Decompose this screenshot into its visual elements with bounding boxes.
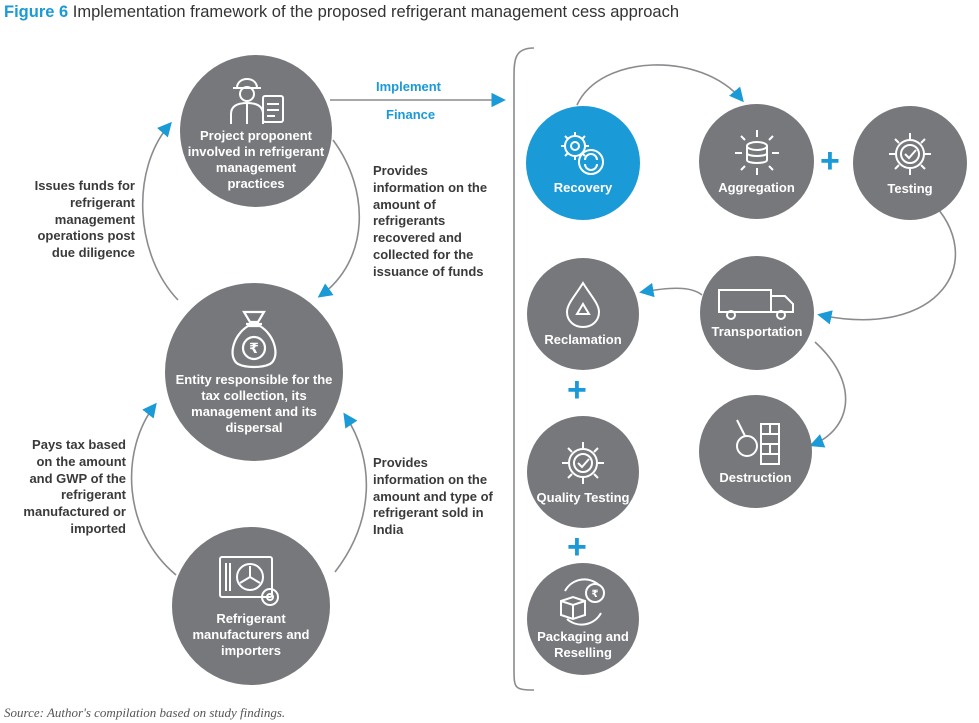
worker-clipboard-icon: [230, 78, 284, 124]
drop-recycle-icon: [565, 281, 601, 329]
plus-sign: +: [567, 528, 587, 566]
testing-to-transportation-arrow: [817, 199, 957, 325]
packaging-node: ₹ Packaging and Reselling: [527, 563, 639, 675]
ac-unit-gear-icon: [219, 556, 279, 606]
plus-sign: +: [567, 371, 587, 409]
proponent-label: Project proponent involved in refrigeran…: [187, 128, 325, 191]
issues-funds-note: Issues funds for refrigerant management …: [34, 178, 135, 261]
gear-check-icon: [889, 133, 931, 175]
manufacturers-label: Refrigerant manufacturers and importers: [192, 611, 310, 658]
process-bracket: [513, 47, 535, 691]
quality-testing-label: Quality Testing: [536, 490, 630, 505]
transportation-label: Transportation: [711, 324, 803, 339]
provides-sold-arrow: [334, 412, 368, 573]
figure-caption: Implementation framework of the proposed…: [72, 3, 680, 21]
issues-funds-arrow: [141, 121, 179, 301]
aggregation-node: Aggregation: [699, 104, 814, 219]
testing-label: Testing: [887, 181, 933, 196]
destruction-node: Destruction: [699, 395, 812, 508]
wrecking-ball-icon: [735, 419, 780, 465]
recovery-label: Recovery: [553, 180, 613, 195]
plus-sign: +: [820, 142, 840, 180]
quality-testing-node: Quality Testing: [527, 416, 639, 528]
reclamation-label: Reclamation: [544, 332, 622, 347]
finance-label: Finance: [386, 107, 436, 122]
box-rupee-cycle-icon: ₹: [560, 578, 605, 626]
provides-recovered-arrow: [317, 139, 360, 298]
svg-text:₹: ₹: [592, 589, 599, 600]
pays-tax-arrow: [130, 402, 177, 576]
truck-icon: [718, 289, 794, 320]
provides-sold-note: Provides information on the amount and t…: [373, 455, 493, 538]
entity-label: Entity responsible for the tax collectio…: [175, 372, 333, 435]
figure-title: Figure 6 Implementation framework of the…: [4, 3, 679, 22]
transportation-to-destruction-arrow: [809, 341, 847, 448]
recovery-to-aggregation-arrow: [576, 64, 744, 106]
transportation-node: Transportation: [700, 256, 814, 370]
aggregation-label: Aggregation: [718, 179, 795, 195]
svg-text:₹: ₹: [249, 341, 259, 357]
packaging-label: Packaging and Reselling: [537, 629, 629, 660]
testing-node: Testing: [853, 106, 967, 220]
destruction-label: Destruction: [719, 469, 792, 485]
provides-recovered-note: Provides information on the amount of re…: [373, 163, 488, 279]
transportation-to-reclamation-arrow: [639, 282, 703, 298]
figure-number: Figure 6: [4, 3, 69, 21]
source-note: Source: Author's compilation based on st…: [4, 705, 286, 720]
recovery-node: Recovery: [526, 106, 640, 220]
database-arrows-icon: [734, 129, 779, 175]
pays-tax-note: Pays tax based on the amount and GWP of …: [23, 437, 126, 536]
manufacturers-node: Refrigerant manufacturers and importers: [172, 527, 330, 685]
money-bag-rupee-icon: ₹: [231, 310, 277, 369]
implement-label: Implement: [376, 79, 442, 94]
entity-node: ₹ Entity responsible for the tax collect…: [165, 283, 343, 461]
proponent-node: Project proponent involved in refrigeran…: [180, 55, 332, 207]
gear-check-icon: [562, 442, 604, 484]
reclamation-node: Reclamation: [527, 258, 639, 370]
gears-recycle-icon: [561, 132, 604, 175]
